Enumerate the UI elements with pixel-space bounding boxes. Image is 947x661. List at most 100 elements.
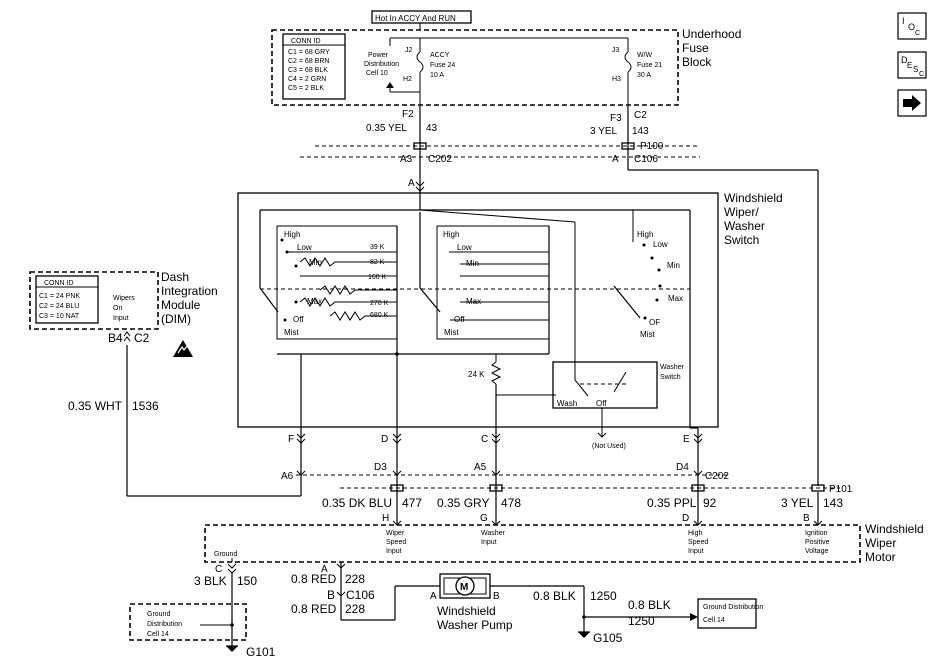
dim-conn-row: C2 = 24 BLU [39,303,79,310]
wire-143-gauge-bottom: 3 YEL [781,496,814,510]
washer-pump: A 0.8 RED 228 B C106 0.8 RED 228 M A B W… [291,562,763,645]
wire-143-circuit: 143 [632,126,649,137]
fuse-conn-title: CONN ID [291,38,321,45]
wire-143-circuit-bottom: 143 [823,496,843,510]
ww-fuse-2: Fuse 21 [637,62,662,69]
oc-button[interactable]: I O C [897,12,927,40]
dim-title-2: Integration [161,284,218,298]
motor-pin-b: B [803,513,810,524]
fuse-conn-row: C4 = 2 GRN [288,76,326,83]
wire-43-gauge: 0.35 YEL [366,123,407,134]
fuse-conn-row: C3 = 68 BLK [288,67,328,74]
motor-pin-g: G [480,513,488,524]
motor-ground-label: Ground [214,551,237,558]
wire-478-circuit: 478 [501,496,521,510]
ww-fuse-3: 30 A [637,72,651,79]
upper-wires: F2 F3 C2 0.35 YEL 43 3 YEL 143 P100 A3 C… [300,105,819,486]
motor-input-high-2: Speed [688,539,708,546]
right-pos-max: Max [668,294,683,303]
accy-fuse-3: 10 A [430,72,444,79]
right-pos-low: Low [653,240,668,249]
f2-label: F2 [402,109,414,120]
d3-pin: D3 [374,462,387,473]
motor-input-wiper-1: Wiper [386,530,405,537]
motor-input-washer-2: Input [481,539,497,546]
pump-b-mid: B [327,588,335,602]
washer-switch-1: Washer [660,364,685,371]
c202-top: C202 [428,154,452,165]
pump-title-1: Windshield [437,604,496,618]
a-c106-pin: A [612,154,619,165]
desc-button[interactable]: D E S C [897,51,927,79]
pump-blk-circuit: 1250 [590,589,617,603]
resistor-160k: 160 K [368,274,387,281]
resistor-82k: 82 K [370,259,385,266]
nav-button-panel: I O C D E S C [895,8,935,128]
resistor-270k: 270 K [370,300,389,307]
svg-text:C: C [919,71,924,78]
svg-text:O: O [908,22,915,32]
dim-title-4: (DIM) [161,312,191,326]
dim-input-2: On [113,305,122,312]
mid-pos-high: High [443,230,459,239]
dash-integration-module: Dash Integration Module (DIM) CONN ID C1… [29,270,301,497]
motor-input-washer-1: Washer [481,530,506,537]
wire-143-gauge: 3 YEL [590,126,617,137]
dim-wire-gauge: 0.35 WHT [68,399,123,413]
pump-pin-b: B [493,591,500,602]
motor-input-ign-3: Voltage [805,548,828,555]
dim-conn-title: CONN ID [44,280,74,287]
motor-pin-h: H [382,513,389,524]
right-ground-cell-2: Cell 14 [703,617,725,624]
next-button[interactable] [897,89,927,117]
motor-pin-d: D [682,513,689,524]
left-pos-min: Min [309,258,322,267]
fuse-conn-row: C2 = 68 BRN [288,58,329,65]
pump-wire-2-gauge: 0.8 RED [291,602,337,616]
motor-input-high-3: Input [688,548,704,555]
dim-input-1: Wipers [113,295,135,302]
pump-pin-a: A [430,591,437,602]
h2-label: H2 [403,76,412,83]
accy-fuse-1: ACCY [430,52,450,59]
pump-motor-symbol: M [460,582,468,593]
a5-pin: A5 [474,462,487,473]
dim-title-3: Module [161,298,201,312]
not-used-label: (Not Used) [592,443,626,450]
dim-conn-row: C1 = 24 PNK [39,293,80,300]
lower-connectors: A6 D3 A5 D4 C202 P101 0.35 DK BLU 477 0.… [281,462,853,525]
a3-pin: A3 [400,154,413,165]
right-ground-cell-1: Ground Distribution [703,604,763,611]
underhood-fuse-block: Hot In ACCY And RUN Underhood Fuse Block… [271,10,741,106]
pump-blk-gauge: 0.8 BLK [533,589,576,603]
pump-wire-1-gauge: 0.8 RED [291,572,337,586]
p100-label: P100 [640,141,664,152]
j3-label: J3 [612,47,620,54]
pump-wire-1-circuit: 228 [345,572,365,586]
washer-switch-2: Switch [660,374,681,381]
arrow-right-icon [903,95,921,111]
right-pos-mist: Mist [640,330,655,339]
fuse-conn-row: C1 = 68 GRY [288,49,330,56]
pump-wire-2-circuit: 228 [345,602,365,616]
c2-label: C2 [634,110,647,121]
switch-pin-c: C [481,434,488,445]
fuse-block-title-3: Block [682,55,712,69]
resistor-24k: 24 K [468,370,485,379]
p101-label: P101 [829,484,853,495]
fuse-block-title-1: Underhood [682,27,741,41]
accy-fuse-2: Fuse 24 [430,62,455,69]
d4-pin: D4 [676,462,689,473]
switch-title-3: Washer [724,219,765,233]
switch-title-4: Switch [724,233,759,247]
g101-label: G101 [246,645,276,659]
resistor-39k: 39 K [370,244,385,251]
fuse-conn-row: C5 = 2 BLK [288,85,324,92]
ground-cell-2: Distribution [147,621,182,628]
svg-text:D: D [901,55,908,65]
svg-text:I: I [902,16,905,26]
right-pos-of: OF [649,318,660,327]
ground-wire-circuit: 150 [237,574,257,588]
pump-c106: C106 [346,588,375,602]
